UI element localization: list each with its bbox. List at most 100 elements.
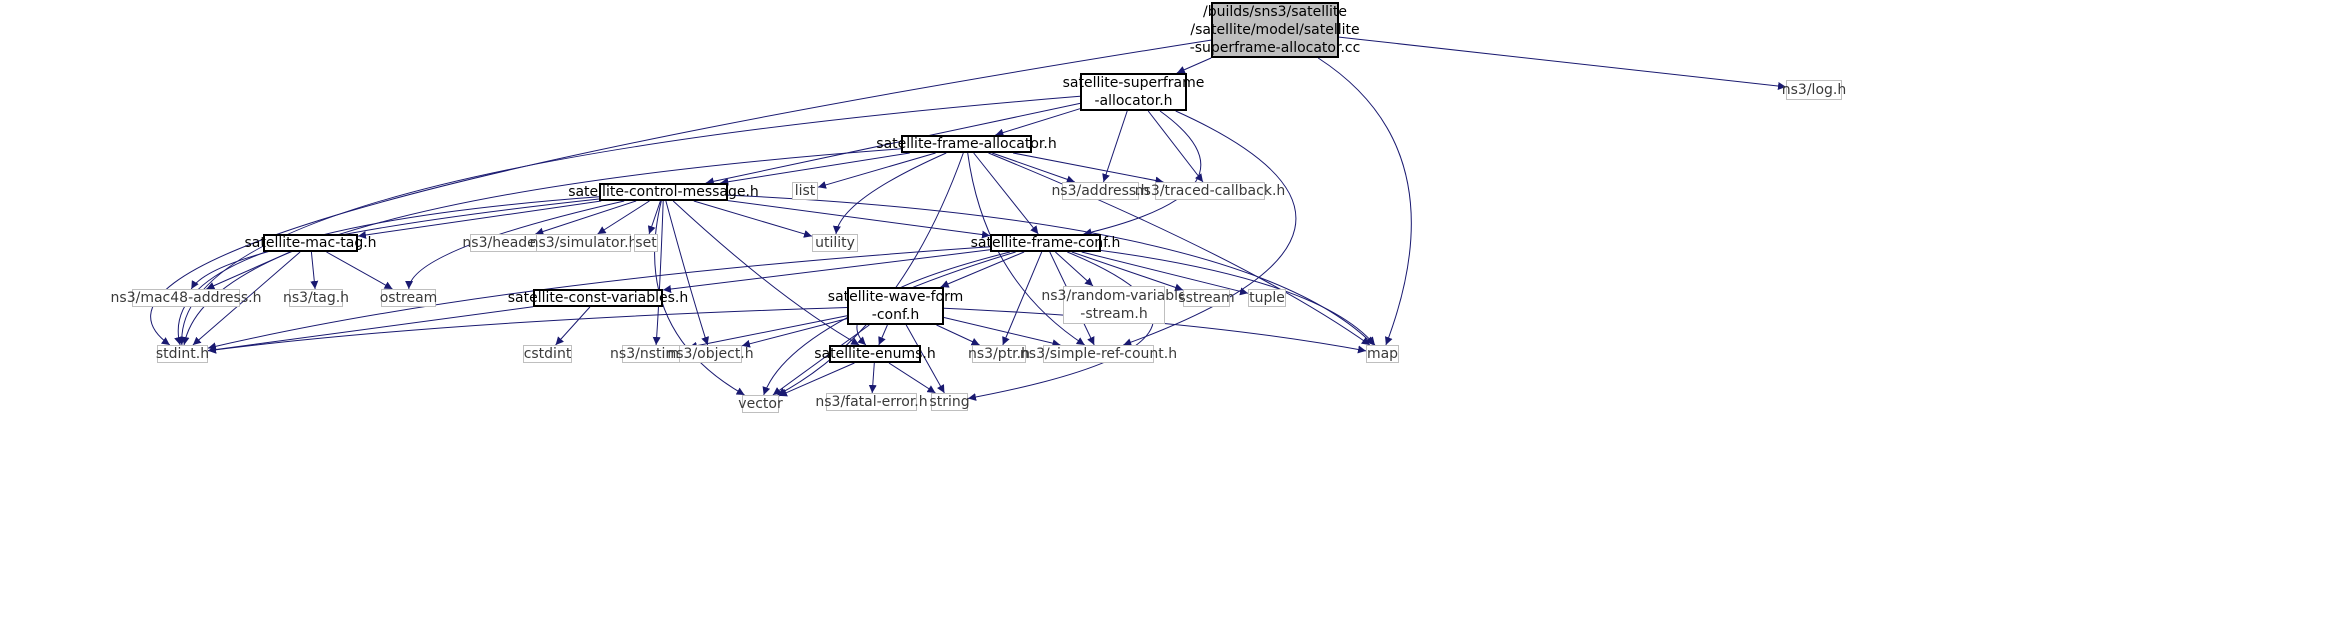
edge-root-to-map [1317,57,1412,346]
edge-frame_alloc_h-to-traced_cb_h [1013,152,1164,185]
node-ns3-simple-ref-count-h: ns3/simple-ref-count.h [1020,345,1177,363]
node-satellite-control-message-h[interactable]: satellite-control-message.h [568,183,759,201]
edge-control_msg_h-to-utility [693,200,813,238]
edge-control_msg_h-to-ostream [405,200,625,290]
edge-wave_form_h-to-string [905,324,945,394]
node-ns3-tag-h: ns3/tag.h [283,289,349,307]
node-label: string [929,394,970,410]
node-sstream: sstream [1178,289,1235,307]
node-label-line: -conf.h [871,307,920,323]
node-ns3-log-h: ns3/log.h [1782,80,1846,100]
edge-frame_conf_h-to-wave_form_h [940,251,1025,288]
edge-superframe_alloc_h-to-address_h [1102,110,1128,183]
node-set: set [634,234,658,252]
edge-control_msg_h-to-simulator_h [597,200,650,235]
edge-mac_tag_h-to-ostream [326,251,393,290]
node-label-line: -allocator.h [1094,93,1173,109]
edge-superframe_alloc_h-to-control_msg_h [705,102,1081,186]
edge-superframe_alloc_h-to-traced_cb_h [1147,110,1204,183]
edge-wave_form_h-to-object_h [741,318,848,348]
root-file-label-line: /builds/sns3/satellite [1203,4,1347,20]
node-satellite-superframe-allocator-h[interactable]: satellite-superframe -allocator.h [1063,73,1204,111]
edge-frame_conf_h-to-const_vars_h [662,249,991,293]
node-label: sstream [1178,290,1235,306]
node-label: ns3/header.h [462,235,554,251]
edge-mac_tag_h-to-tag_h [310,251,319,290]
edge-frame_alloc_h-to-address_h [992,152,1075,184]
edge-superframe_alloc_h-to-frame_alloc_h [995,108,1081,137]
edge-frame_conf_h-to-map [1100,250,1376,346]
node-label: satellite-const-variables.h [507,290,689,306]
edge-frame_conf_h-to-vector [762,251,1016,396]
node-satellite-wave-form-conf-h[interactable]: satellite-wave-form -conf.h [828,287,963,325]
edge-wave_form_h-to-vector [772,324,870,396]
edge-control_msg_h-to-enums_h [672,200,860,346]
node-ns3-header-h: ns3/header.h [462,234,554,252]
node-string: string [929,393,970,411]
node-label-line: satellite-superframe [1062,75,1205,91]
node-satellite-const-variables-h[interactable]: satellite-const-variables.h [508,289,688,307]
edge-control_msg_h-to-nstime_h [652,200,664,346]
edge-enums_h-to-string [888,362,936,394]
node-label: ns3/simulator.h [529,235,638,251]
edge-frame_alloc_h-to-list [817,152,936,189]
edge-control_msg_h-to-vector [654,200,745,396]
edge-wave_form_h-to-simple_ref_h [943,317,1061,348]
edge-frame_alloc_h-to-simple_ref_h [967,152,1085,346]
edge-frame_conf_h-to-ptr_h [1002,251,1043,346]
edge-wave_form_h-to-map [943,307,1367,354]
node-ns3-random-variable-stream-h: ns3/random-variable -stream.h [1041,286,1187,324]
node-satellite-frame-conf-h[interactable]: satellite-frame-conf.h [971,234,1120,252]
node-label: ns3/address.h [1051,183,1150,199]
node-cstdint: cstdint [523,345,572,363]
node-label: ostream [379,290,438,306]
node-satellite-enums-h[interactable]: satellite-enums.h [814,345,936,363]
edge-wave_form_h-to-ptr_h [936,324,980,346]
edge-superframe_alloc_h-to-stdint_h [177,95,1081,346]
node-label: ns3/ptr.h [968,346,1030,362]
node-tuple: tuple [1248,289,1286,307]
node-label: stdint.h [155,346,210,362]
node-ns3-object-h: ns3/object.h [667,345,754,363]
node-label: list [794,183,816,199]
node-satellite-mac-tag-h[interactable]: satellite-mac-tag.h [244,234,377,252]
edge-enums_h-to-vector [778,362,855,397]
node-label: vector [738,396,783,412]
edge-root-to-superframe_alloc_h [1176,57,1212,74]
node-label: satellite-frame-conf.h [970,235,1121,251]
edge-superframe_alloc_h-to-frame_conf_h [1083,110,1202,237]
root-file-label-line: /satellite/model/satellite [1190,22,1360,38]
edge-superframe_alloc_h-to-simple_ref_h [1123,110,1297,347]
node-label: satellite-enums.h [814,346,936,362]
edge-const_vars_h-to-stdint_h [207,306,534,354]
edge-root-to-log_h [1338,36,1787,90]
node-satellite-frame-allocator-h[interactable]: satellite-frame-allocator.h [876,135,1057,153]
edge-control_msg_h-to-stdint_h [174,196,600,346]
node-ns3-traced-callback-h: ns3/traced-callback.h [1135,182,1285,200]
node-label: satellite-mac-tag.h [244,235,377,251]
edge-control_msg_h-to-map [727,194,1374,346]
edge-frame_alloc_h-to-frame_conf_h [973,152,1039,235]
edge-frame_conf_h-to-tuple [1081,251,1249,296]
node-list: list [792,182,818,200]
node-label: cstdint [523,346,572,362]
edge-mac_tag_h-to-mac48_h [206,251,291,290]
edge-wave_form_h-to-stdint_h [207,307,848,354]
node-label: set [635,235,657,251]
node-map: map [1366,345,1399,363]
node-label: tuple [1249,290,1285,306]
node-label-line: -stream.h [1080,306,1148,322]
node-label: map [1366,346,1399,362]
edge-control_msg_h-to-object_h [665,200,709,346]
edge-control_msg_h-to-frame_conf_h [727,200,991,239]
edge-frame_conf_h-to-random_var_h [1055,251,1094,287]
node-ns3-address-h: ns3/address.h [1051,182,1150,200]
edge-enums_h-to-fatal_error_h [868,362,877,394]
node-label: ns3/nstime.h [610,346,701,362]
node-label: ns3/simple-ref-count.h [1019,346,1178,362]
node-ostream: ostream [379,289,438,307]
edge-const_vars_h-to-cstdint [555,306,591,346]
edge-frame_alloc_h-to-map [988,152,1371,346]
root-file-label-line: -superframe-allocator.cc [1189,40,1361,56]
node-label: ns3/fatal-error.h [815,394,928,410]
